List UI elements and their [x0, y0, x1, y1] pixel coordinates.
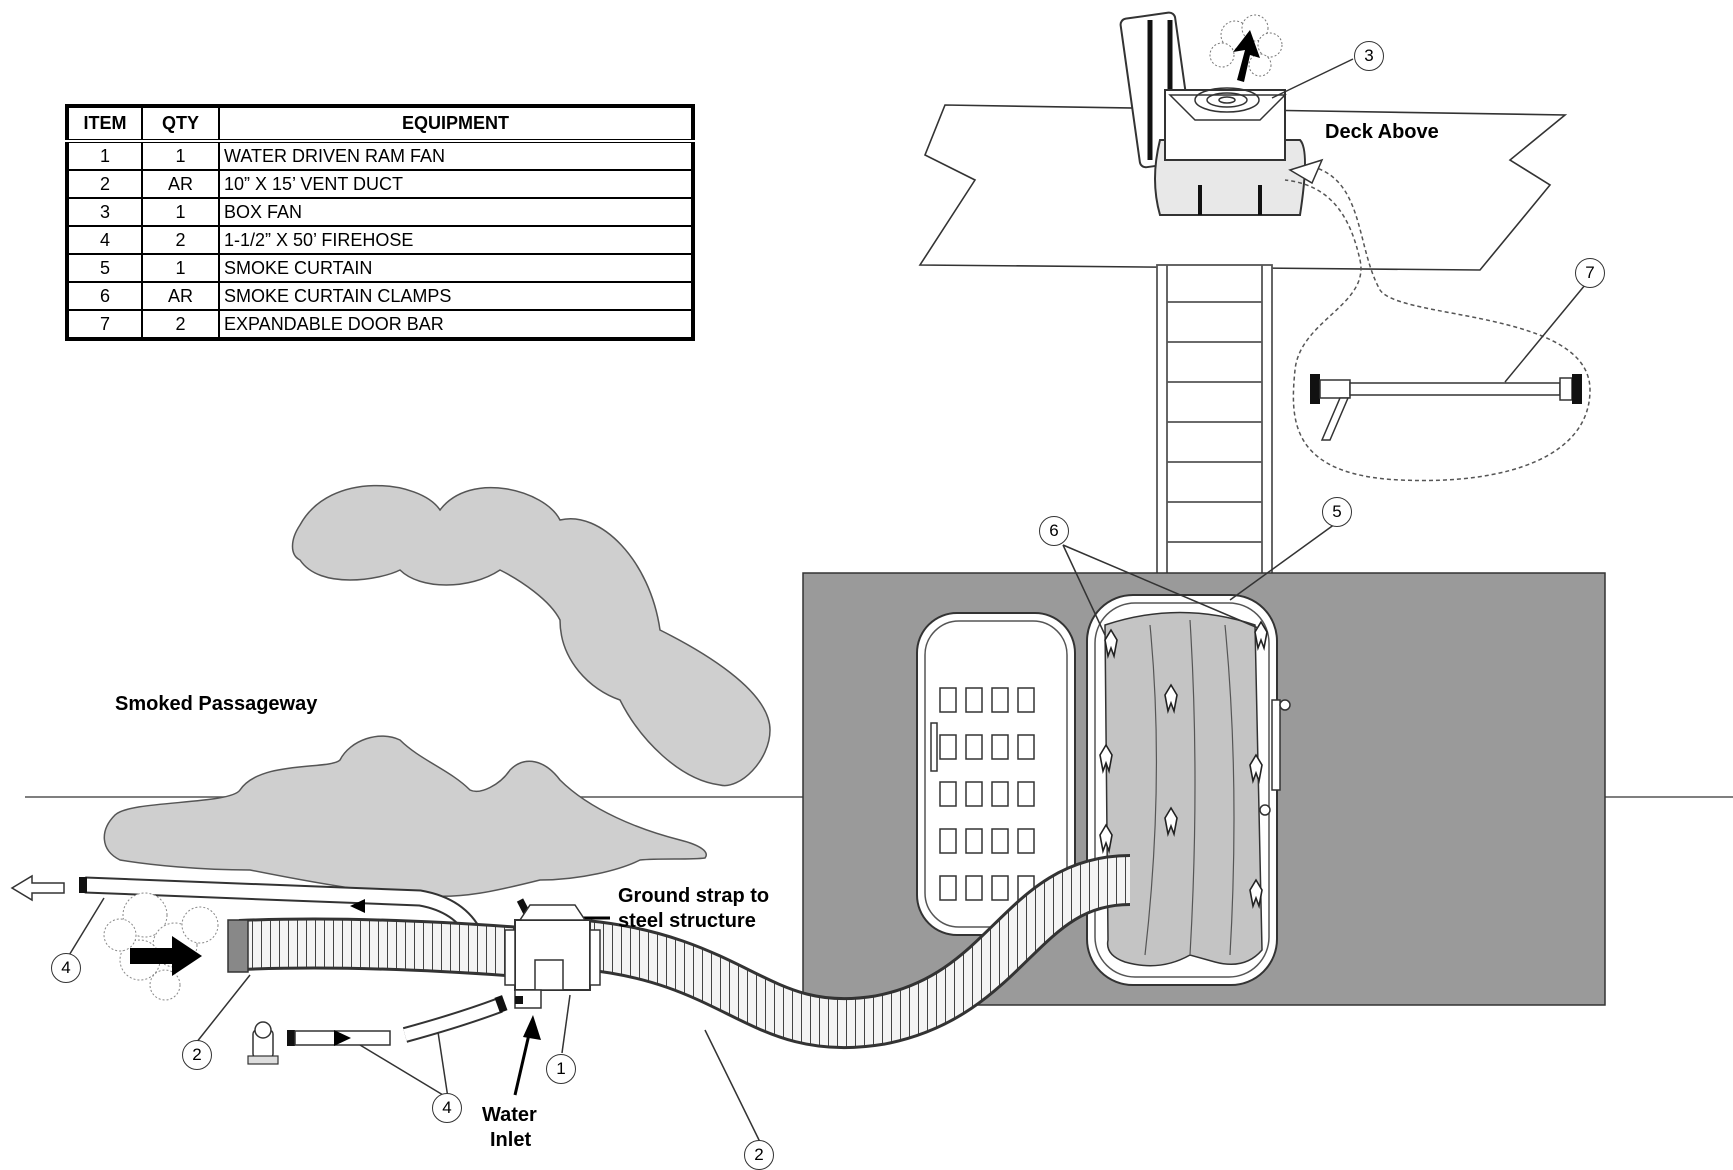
- cell-equipment: SMOKE CURTAIN: [218, 253, 694, 283]
- ladder: [1156, 264, 1273, 576]
- ram-fan: [504, 904, 601, 1009]
- water-inlet-label-line1: Water: [482, 1104, 537, 1126]
- cell-item: 6: [66, 281, 143, 311]
- header-item: ITEM: [66, 105, 143, 143]
- cell-item: 4: [66, 225, 143, 255]
- cell-qty: AR: [141, 169, 220, 199]
- callout-7: 7: [1575, 258, 1605, 288]
- equipment-table: ITEM QTY EQUIPMENT 1 1 WATER DRIVEN RAM …: [65, 104, 695, 341]
- cell-qty: AR: [141, 281, 220, 311]
- water-inlet-arrowhead: [523, 1015, 541, 1040]
- intake-flow-arrow: [130, 936, 202, 976]
- cell-equipment: EXPANDABLE DOOR BAR: [218, 309, 694, 340]
- leader-6b: [1062, 544, 1259, 629]
- smoke-curtain: [1086, 594, 1291, 986]
- callout-5: 5: [1322, 497, 1352, 527]
- cell-qty: 1: [141, 197, 220, 227]
- cell-item: 3: [66, 197, 143, 227]
- table-row: 7 2 EXPANDABLE DOOR BAR: [66, 309, 694, 340]
- cell-equipment: BOX FAN: [218, 197, 694, 227]
- leader-7: [1504, 284, 1586, 383]
- scuttle-box-fan: [1119, 11, 1306, 216]
- table-row: 4 2 1-1/2” X 50’ FIREHOSE: [66, 225, 694, 255]
- watertight-door: [916, 612, 1076, 936]
- leader-1: [561, 994, 571, 1054]
- intake-fog: [103, 892, 219, 1001]
- smoke-cloud-lower: [103, 735, 707, 898]
- leader-5: [1229, 523, 1336, 601]
- cell-equipment: 1-1/2” X 50’ FIREHOSE: [218, 225, 694, 255]
- duct-intake-cuff: [227, 919, 249, 973]
- expandable-door-bar: [1310, 374, 1582, 441]
- cell-qty: 2: [141, 309, 220, 340]
- table-row: 1 1 WATER DRIVEN RAM FAN: [66, 140, 694, 171]
- discharge-flow-arrow: [350, 899, 365, 913]
- table-row: 3 1 BOX FAN: [66, 197, 694, 227]
- smoke-cloud-upper: [291, 484, 771, 787]
- table-row: 6 AR SMOKE CURTAIN CLAMPS: [66, 281, 694, 311]
- cell-item: 1: [66, 140, 143, 171]
- table-row: 2 AR 10” X 15’ VENT DUCT: [66, 169, 694, 199]
- table-header-row: ITEM QTY EQUIPMENT: [66, 105, 694, 143]
- ground-strap-label-line1: Ground strap to: [618, 885, 770, 907]
- table-row: 5 1 SMOKE CURTAIN: [66, 253, 694, 283]
- smoked-passageway-label: Smoked Passageway: [115, 693, 318, 715]
- water-inlet-label-line2: Inlet: [490, 1129, 532, 1151]
- cell-qty: 2: [141, 225, 220, 255]
- leader-2-bottom: [704, 1029, 761, 1143]
- water-inlet-arrow: [513, 1029, 532, 1096]
- callout-6: 6: [1039, 516, 1069, 546]
- callout-3: 3: [1354, 41, 1384, 71]
- outflow-arrow: [10, 874, 65, 902]
- leader-6a: [1062, 544, 1106, 636]
- leader-3: [1271, 58, 1354, 99]
- cell-equipment: WATER DRIVEN RAM FAN: [218, 140, 694, 171]
- callout-2-bottom: 2: [744, 1140, 774, 1170]
- leader-4-bottom-a: [359, 1044, 449, 1099]
- deck-above-label: Deck Above: [1325, 121, 1439, 143]
- cell-qty: 1: [141, 140, 220, 171]
- curtain-clamps: [1099, 620, 1268, 909]
- cell-equipment: SMOKE CURTAIN CLAMPS: [218, 281, 694, 311]
- cell-item: 2: [66, 169, 143, 199]
- leader-4-bottom-b: [437, 1031, 449, 1099]
- cell-item: 7: [66, 309, 143, 340]
- leader-4-left: [67, 897, 105, 958]
- header-equipment: EQUIPMENT: [218, 105, 694, 143]
- cell-equipment: 10” X 15’ VENT DUCT: [218, 169, 694, 199]
- callout-2-left: 2: [182, 1040, 212, 1070]
- ground-strap-label-line2: steel structure: [618, 910, 756, 932]
- cell-qty: 1: [141, 253, 220, 283]
- supply-hose: [247, 995, 508, 1065]
- callout-1: 1: [546, 1054, 576, 1084]
- cell-item: 5: [66, 253, 143, 283]
- callout-4-left: 4: [51, 953, 81, 983]
- detail-arrow-head: [1288, 158, 1324, 185]
- header-qty: QTY: [141, 105, 220, 143]
- leader-2-left: [195, 974, 251, 1044]
- callout-4-bottom: 4: [432, 1093, 462, 1123]
- door-bar-detail-balloon: [1284, 164, 1591, 482]
